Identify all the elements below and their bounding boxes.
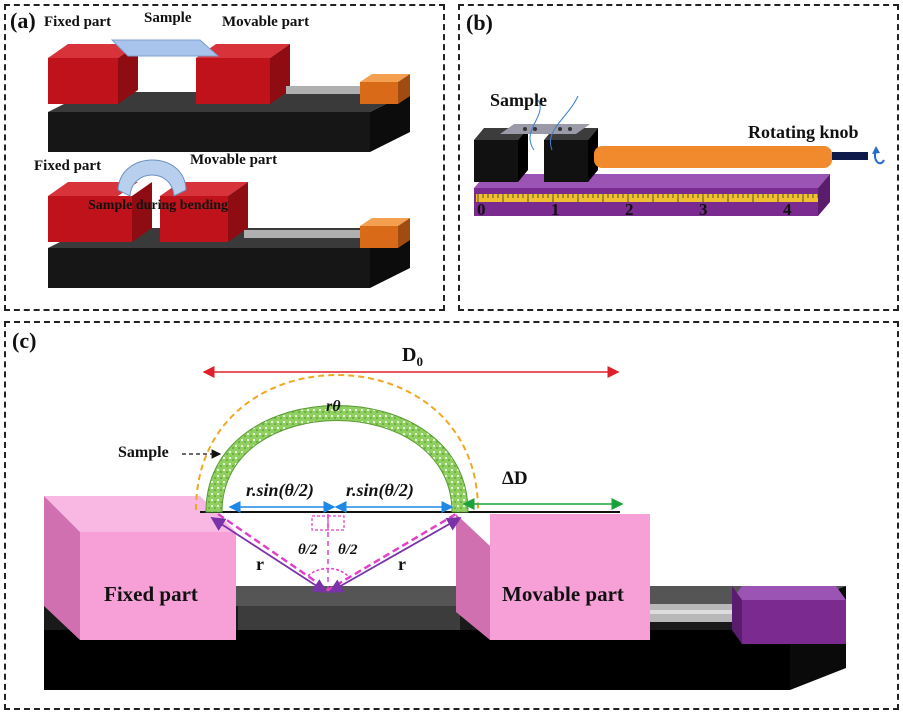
bent-sample [117,159,187,197]
ruler [476,194,818,202]
label-sample-top: Sample [144,10,192,26]
motor [742,600,846,644]
label-fixed-part-bottom: Fixed part [34,158,102,174]
bending-device-flat [48,39,410,152]
radius-right-arrow [328,517,462,593]
fixed-block [44,496,236,640]
ruler-tick-1: 1 [551,200,560,219]
label-r-right: r [398,554,406,574]
label-r-theta: rθ [326,398,341,415]
panel-a-frame [4,4,445,311]
ruler-tick-3: 3 [699,200,708,219]
label-d0-main: D [402,344,417,366]
panel-b-label: (b) [466,10,493,35]
label-sample-c: Sample [118,444,169,461]
label-movable-part-c: Movable part [502,582,624,606]
panel-c-label: (c) [12,328,37,353]
panel-a-label: (a) [10,8,36,33]
label-theta-half-left: θ/2 [298,542,318,558]
label-delta-d: ΔD [502,468,528,489]
label-fixed-part-c: Fixed part [104,582,198,606]
label-r-sin-right: r.sin(θ/2) [346,480,414,500]
sample-holder [500,124,590,134]
label-fixed-part-top: Fixed part [44,14,112,30]
label-r-left: r [256,554,264,574]
movable-block [456,514,650,640]
panel-b-frame [458,4,899,311]
ruler-tick-2: 2 [625,200,634,219]
flat-sample [110,39,220,57]
lead-screw [594,146,832,168]
label-movable-part-bottom: Movable part [190,152,278,168]
label-theta-half-right: θ/2 [338,542,358,558]
radius-left-arrow [210,517,328,593]
label-sample-during-bending: Sample during bending [88,198,229,213]
label-rotating-knob: Rotating knob [748,122,859,142]
bent-sample-arc [205,405,469,513]
label-d0: D0 [402,344,423,370]
label-movable-part-top: Movable part [222,14,310,30]
label-sample-b: Sample [490,90,548,110]
label-d0-sub: 0 [416,354,423,369]
panel-c-frame [4,321,899,710]
label-r-sin-left: r.sin(θ/2) [246,480,314,500]
ruler-tick-0: 0 [477,200,486,219]
ruler-tick-4: 4 [783,200,792,219]
bending-device-bent [48,159,410,288]
